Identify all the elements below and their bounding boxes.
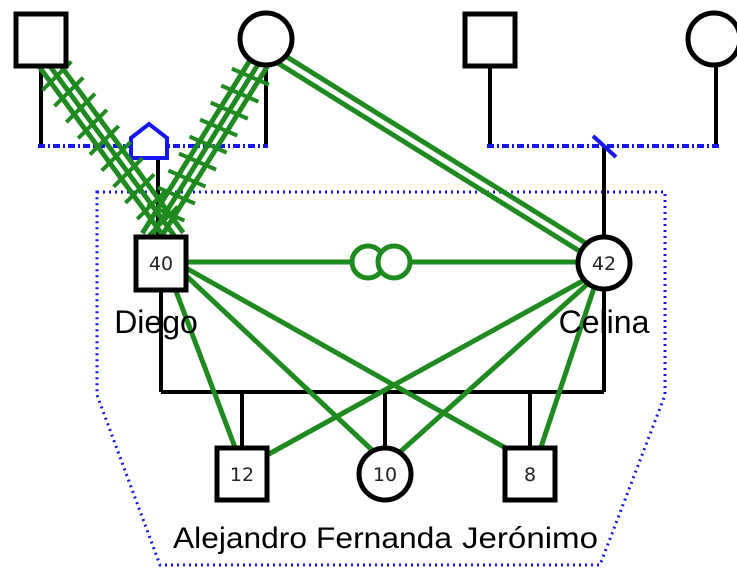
person-square bbox=[214, 445, 270, 503]
fused-relationship-rings-icon bbox=[349, 243, 413, 281]
conflict-hatch-marks-icon bbox=[178, 151, 217, 172]
conflict-hatch-marks-icon bbox=[88, 124, 121, 156]
person-name-diego: Diego bbox=[114, 304, 198, 340]
relationship-line-diego-alejandro bbox=[165, 269, 239, 451]
person-name-alejandro: Alejandro bbox=[173, 522, 307, 555]
person-age: 40 bbox=[149, 253, 173, 275]
person-alejandro[interactable]: 12 bbox=[214, 445, 270, 503]
person-name-fernanda: Fernanda bbox=[316, 522, 452, 555]
conflict-hatch-marks-icon bbox=[220, 83, 260, 104]
person-jeronimo[interactable]: 8 bbox=[502, 445, 558, 503]
conflict-hatch-marks-icon bbox=[231, 66, 270, 87]
conflict-hatch-marks-icon bbox=[146, 202, 186, 223]
maternal-grandmother-circle[interactable] bbox=[685, 10, 737, 68]
conflict-hatch-marks-icon bbox=[64, 92, 97, 124]
person-age: 12 bbox=[230, 464, 254, 486]
conflict-hatch-marks-icon bbox=[199, 117, 239, 138]
person-age: 10 bbox=[373, 464, 397, 486]
conflict-hatch-marks-icon bbox=[167, 168, 207, 189]
relationship-line-paternal-mother-diego bbox=[140, 51, 257, 235]
relationship-lines bbox=[34, 49, 599, 463]
paternal-grandmother-circle[interactable] bbox=[237, 10, 295, 68]
relationship-line-diego-fernanda bbox=[178, 268, 374, 452]
person-fernanda[interactable]: 10 bbox=[356, 445, 414, 503]
marriage-separation-slash-icon bbox=[591, 134, 618, 159]
relationship-line-celina-alejandro bbox=[256, 275, 590, 463]
person-circle bbox=[356, 445, 414, 503]
relationship-line-paternal-mother-diego bbox=[147, 56, 265, 240]
conflict-hatch-marks-icon bbox=[209, 100, 249, 121]
person-square bbox=[133, 234, 189, 293]
relationship-line-paternal-mother-diego bbox=[155, 61, 272, 245]
relationship-line-paternal-father-diego bbox=[34, 61, 171, 245]
person-age: 42 bbox=[592, 253, 616, 275]
conflict-hatch-marks-icon bbox=[112, 156, 144, 189]
person-celina[interactable]: 42 bbox=[575, 234, 633, 292]
conflict-hatch-marks-icon bbox=[53, 76, 85, 108]
relationship-line-celina-jeronimo bbox=[537, 281, 599, 451]
person-age: 8 bbox=[524, 464, 536, 486]
person-circle bbox=[575, 234, 633, 292]
person-name-jeronimo: Jerónimo bbox=[462, 522, 598, 555]
paternal-grandfather-square[interactable] bbox=[13, 11, 69, 69]
conflict-hatch-marks-icon bbox=[157, 185, 196, 206]
person-name-celina: Celina bbox=[559, 304, 650, 340]
person-diego[interactable]: 40 bbox=[133, 234, 189, 293]
person-square bbox=[502, 445, 558, 503]
relationship-line-celina-fernanda bbox=[398, 278, 594, 454]
maternal-grandfather-square[interactable] bbox=[462, 11, 518, 69]
relationship-line-paternal-mother-celina bbox=[272, 58, 583, 255]
house-icon bbox=[129, 121, 169, 160]
conflict-hatch-marks-icon bbox=[100, 140, 132, 173]
conflict-hatch-marks-icon bbox=[76, 108, 109, 140]
relationship-line-diego-jeronimo bbox=[184, 265, 520, 458]
conflict-hatch-marks-icon bbox=[124, 172, 156, 205]
relationship-line-paternal-mother-celina bbox=[277, 49, 588, 246]
conflict-hatch-marks-icon bbox=[188, 134, 228, 155]
